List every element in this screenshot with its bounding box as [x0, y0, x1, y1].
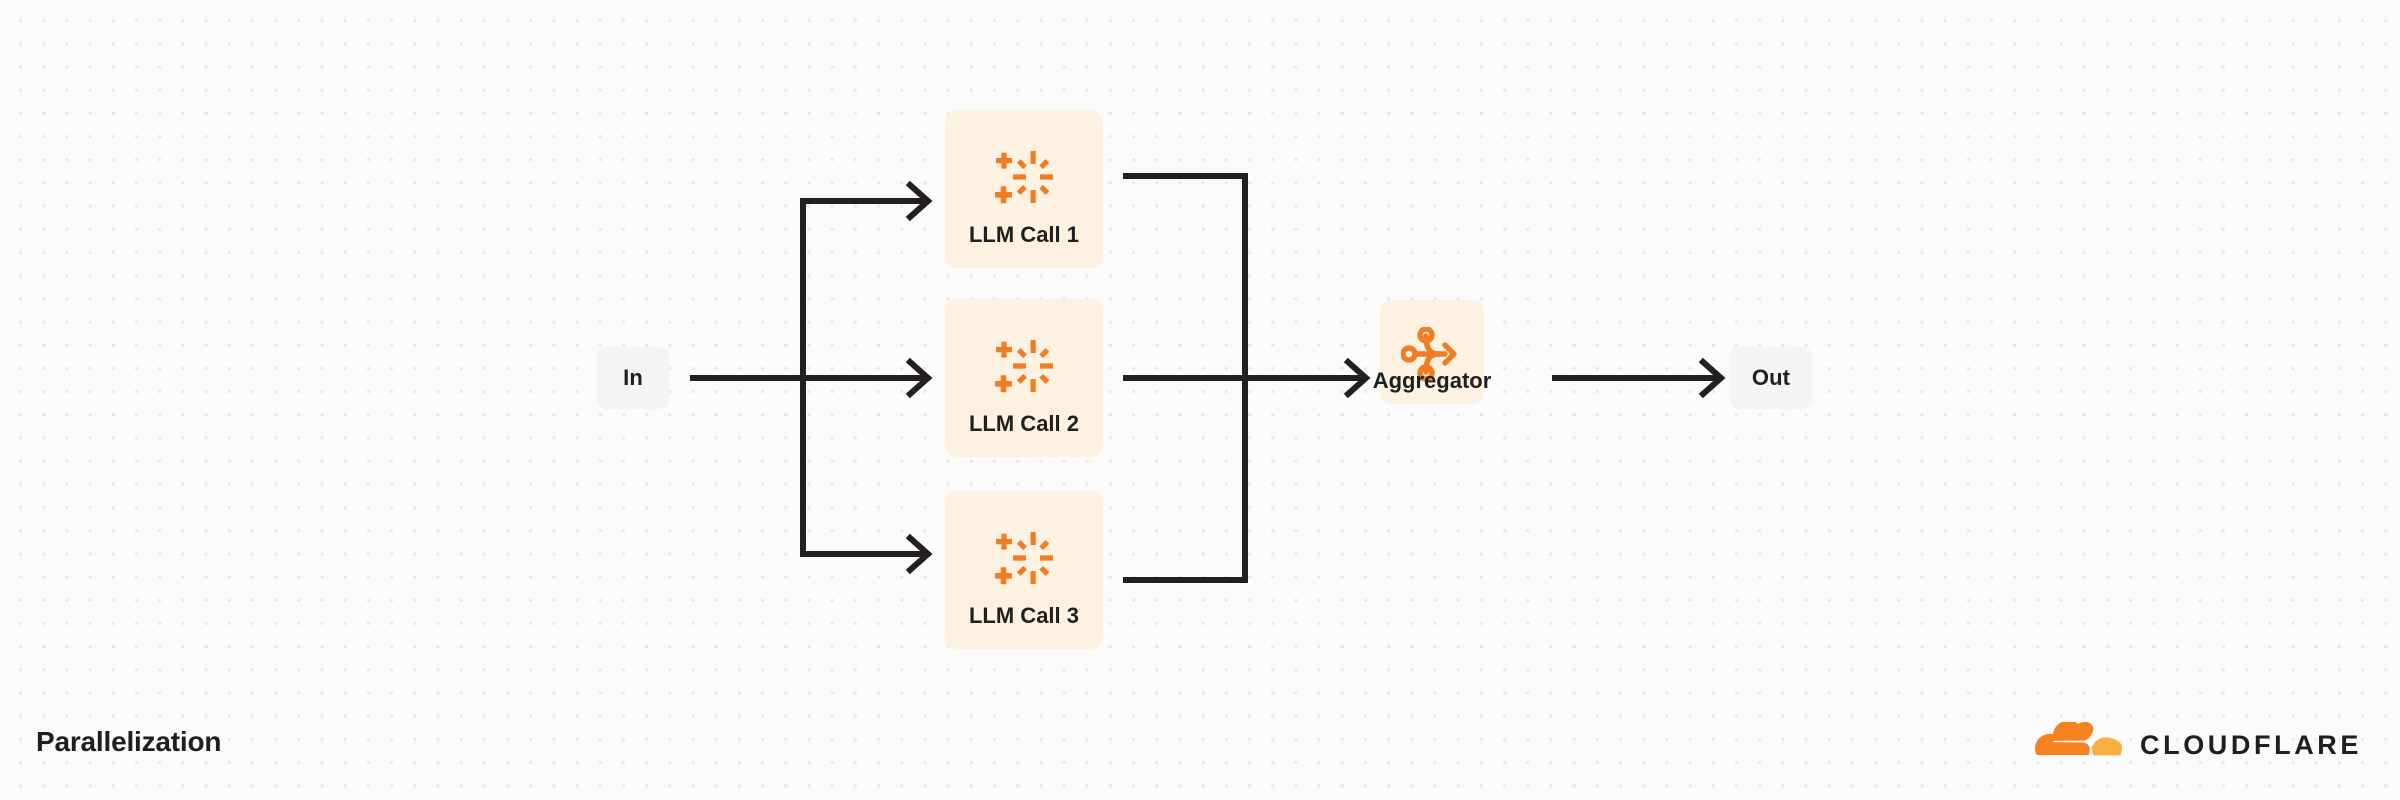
cloudflare-logo: CLOUDFLARE — [2031, 720, 2362, 769]
edge-in-to-fanout — [690, 357, 933, 399]
node-in[interactable]: In — [597, 347, 669, 409]
edge-in-to-llm1 — [800, 180, 933, 222]
sparkle-icon — [993, 517, 1055, 603]
node-llm-call-1-label: LLM Call 1 — [968, 222, 1079, 247]
node-out-label: Out — [1751, 365, 1791, 390]
node-llm-call-3[interactable]: LLM Call 3 — [945, 491, 1103, 649]
edge-llm2-to-aggregator — [1123, 357, 1371, 399]
page-title: Parallelization — [36, 726, 222, 757]
node-aggregator-label: Aggregator — [1372, 368, 1492, 393]
edge-aggregator-to-out — [1552, 357, 1726, 399]
node-in-label: In — [623, 365, 643, 390]
sparkle-icon — [993, 325, 1055, 411]
sparkle-icon — [993, 136, 1055, 222]
cloudflare-wordmark: CLOUDFLARE — [2140, 730, 2362, 760]
cloudflare-cloud-icon — [2031, 720, 2127, 769]
node-llm-call-3-label: LLM Call 3 — [968, 603, 1079, 628]
edge-in-to-llm3 — [800, 533, 933, 575]
merge-arrow-icon — [1401, 323, 1463, 385]
node-llm-call-2-label: LLM Call 2 — [968, 411, 1079, 436]
node-llm-call-2[interactable]: LLM Call 2 — [945, 299, 1103, 457]
node-out[interactable]: Out — [1730, 347, 1812, 409]
node-llm-call-1[interactable]: LLM Call 1 — [945, 110, 1103, 268]
node-aggregator[interactable]: Aggregator — [1373, 300, 1491, 404]
